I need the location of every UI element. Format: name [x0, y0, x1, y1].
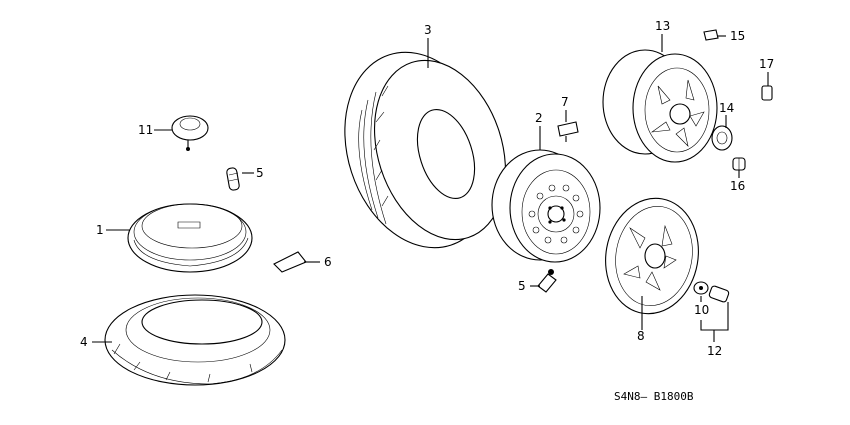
tire-part-3: [344, 51, 507, 249]
valve-part-5-right: [537, 269, 557, 293]
callout-14: 14: [719, 101, 734, 115]
lug-nut-part-16: [732, 157, 746, 171]
leader-lines: [92, 34, 769, 343]
callout-12: 12: [707, 344, 722, 358]
callout-labels: 1 2 3 4 5 5 6 7 8 10 11 12 13 14 15 16 1…: [80, 19, 774, 358]
small-cap-part-17: [761, 85, 773, 101]
alloy-wheel-part-13: [602, 49, 718, 163]
lug-nut-part-12: [708, 285, 730, 303]
callout-8: 8: [637, 329, 645, 343]
callout-1: 1: [96, 223, 104, 237]
valve-part-5-left: [226, 167, 240, 191]
callout-13: 13: [655, 19, 670, 33]
label-part-6: [273, 251, 307, 273]
ornament-part-14: [711, 125, 733, 151]
callout-3: 3: [424, 23, 432, 37]
callout-5-right: 5: [518, 279, 526, 293]
callout-10: 10: [694, 303, 709, 317]
callout-11: 11: [138, 123, 153, 137]
callout-2: 2: [535, 111, 543, 125]
callout-16: 16: [730, 179, 745, 193]
center-cap-part-11: [171, 115, 209, 151]
clip-part-15: [703, 29, 719, 41]
callout-5-left: 5: [256, 166, 264, 180]
balance-weight-part-7: [557, 121, 579, 142]
steel-wheel-part-2: [491, 149, 601, 263]
callout-17: 17: [759, 57, 774, 71]
spare-rim-part-1: [127, 203, 253, 273]
callout-15: 15: [730, 29, 745, 43]
callout-4: 4: [80, 335, 88, 349]
nut-part-10: [693, 281, 709, 295]
callout-6: 6: [324, 255, 332, 269]
spare-tire-part-4: [104, 294, 286, 386]
diagram-code: S4N8— B1800B: [614, 390, 694, 403]
callout-7: 7: [561, 95, 569, 109]
wheel-cover-part-8: [605, 197, 699, 315]
